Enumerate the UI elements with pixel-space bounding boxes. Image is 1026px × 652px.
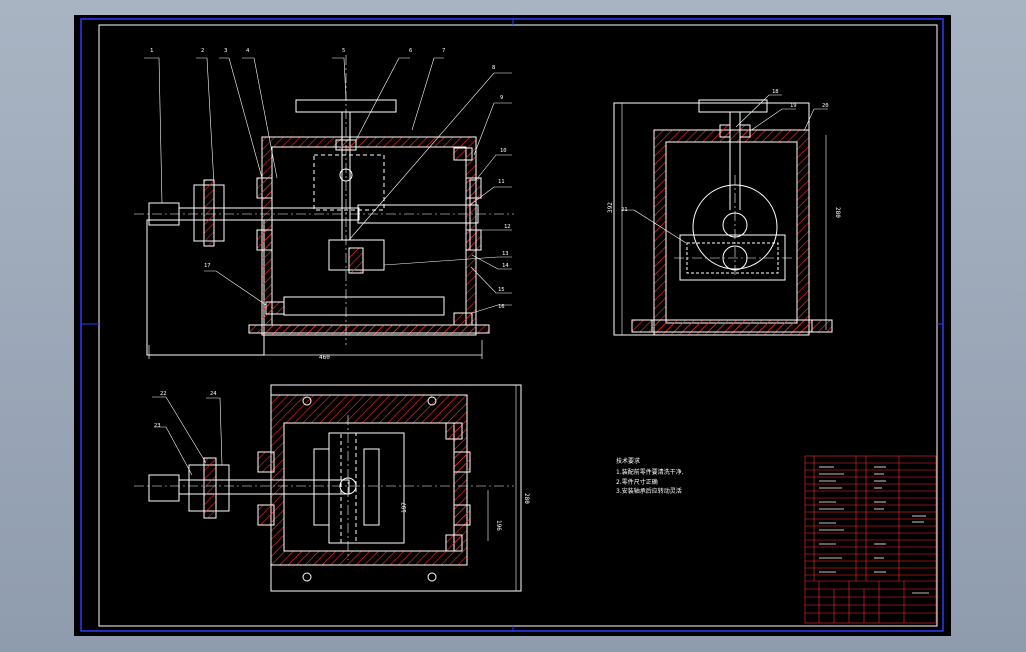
- dim-front-width: 460: [319, 354, 330, 361]
- front-view: 460 1 2 3 4 5 6 7: [134, 48, 514, 361]
- dim-top-right: 280: [523, 493, 530, 504]
- balloon-21: 21: [621, 207, 628, 213]
- balloon-11: 11: [498, 179, 505, 185]
- balloon-22: 22: [160, 391, 167, 397]
- balloon-13: 13: [502, 251, 509, 257]
- side-view: 392 280 18 19 20 21: [607, 89, 841, 336]
- outer-frame: [80, 18, 944, 632]
- balloon-2: 2: [201, 48, 204, 54]
- notes-line-2: 2.零件尺寸正确: [616, 478, 658, 486]
- balloon-4: 4: [246, 48, 250, 54]
- balloon-19: 19: [790, 103, 797, 109]
- title-block: [804, 455, 937, 624]
- balloon-7: 7: [442, 48, 445, 54]
- balloon-15: 15: [498, 287, 505, 293]
- balloon-6: 6: [409, 48, 412, 54]
- drawing-sheet: 460 1 2 3 4 5 6 7: [74, 15, 951, 636]
- notes-heading: 技术要求: [616, 457, 640, 465]
- balloon-12: 12: [504, 224, 511, 230]
- dim-side-right: 280: [834, 207, 841, 218]
- balloon-9: 9: [500, 95, 503, 101]
- balloon-10: 10: [500, 148, 507, 154]
- inner-frame: [98, 24, 938, 627]
- balloon-5: 5: [342, 48, 345, 54]
- top-view: 280 196 197 22 24 23: [134, 384, 530, 592]
- balloon-24: 24: [210, 391, 217, 397]
- dim-top-mid: 197: [401, 502, 408, 513]
- title-block-text-marks: [819, 466, 929, 594]
- notes-line-1: 1.装配前零件要清洗干净,: [616, 468, 684, 476]
- technical-notes: 技术要求 1.装配前零件要清洗干净, 2.零件尺寸正确 3.安装轴承后应转动灵活: [616, 457, 684, 495]
- balloon-8: 8: [492, 65, 495, 71]
- title-cells: [805, 581, 936, 623]
- dim-side-height: 392: [607, 202, 614, 213]
- parts-list: [805, 456, 936, 582]
- balloon-16: 16: [498, 304, 505, 310]
- dim-top-inner: 196: [495, 520, 502, 531]
- balloon-17: 17: [204, 263, 211, 269]
- notes-line-3: 3.安装轴承后应转动灵活: [616, 487, 682, 495]
- balloon-14: 14: [502, 263, 509, 269]
- balloon-1: 1: [150, 48, 153, 54]
- balloon-18: 18: [772, 89, 779, 95]
- balloon-23: 23: [154, 423, 161, 429]
- balloon-3: 3: [224, 48, 227, 54]
- balloon-20: 20: [822, 103, 829, 109]
